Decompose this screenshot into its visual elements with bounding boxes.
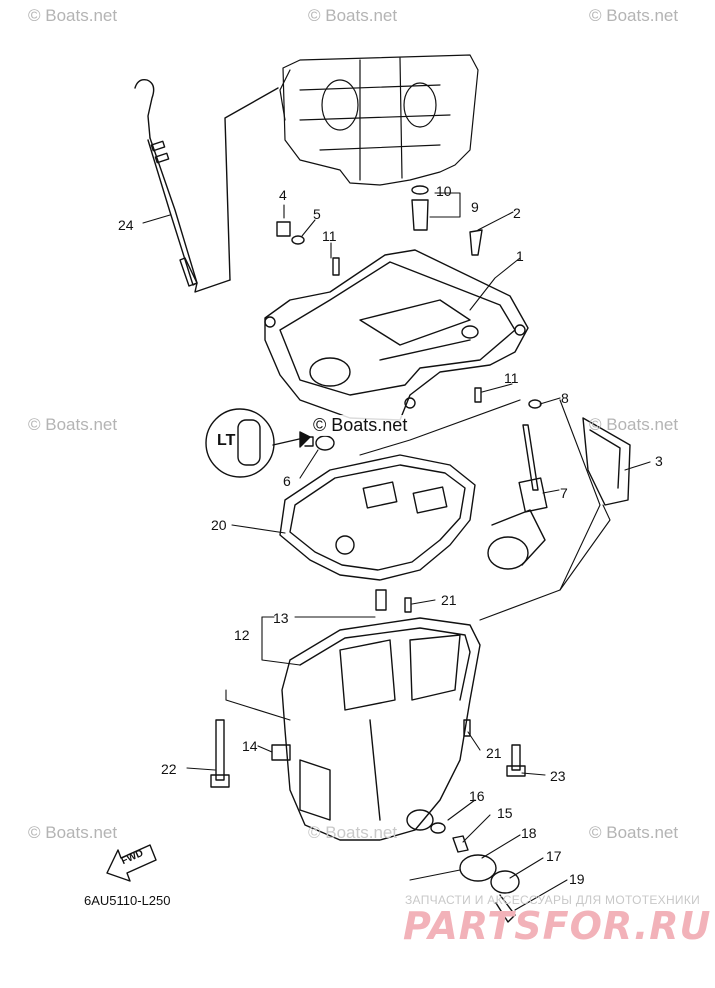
small-parts	[210, 185, 542, 923]
callout-12: 12	[234, 627, 250, 643]
brand-logo: PARTSFOR.RU	[403, 904, 712, 948]
callout-23: 23	[550, 768, 566, 784]
watermark: © Boats.net	[308, 823, 398, 842]
callout-10: 10	[436, 183, 452, 199]
callout-3: 3	[655, 453, 663, 469]
oil-pan-gasket	[279, 454, 476, 581]
watermark: © Boats.net	[589, 823, 679, 842]
callout-21: 21	[486, 745, 502, 761]
watermark: © Boats.net	[28, 6, 118, 25]
oil-strainer	[487, 424, 548, 570]
diagram-code: 6AU5110-L250	[84, 893, 171, 908]
callout-18: 18	[521, 825, 537, 841]
callout-11: 11	[322, 228, 337, 244]
callout-15: 15	[497, 805, 513, 821]
callout-24: 24	[118, 217, 134, 233]
callout-1: 1	[516, 248, 524, 264]
lower-oil-pan	[281, 617, 481, 841]
callout-5: 5	[313, 206, 321, 222]
watermark: © Boats.net	[28, 415, 118, 434]
callout-20: 20	[211, 517, 227, 533]
callout-14: 14	[242, 738, 258, 754]
callout-21: 21	[441, 592, 457, 608]
watermark: © Boats.net	[589, 6, 679, 25]
leader-lines	[142, 192, 651, 911]
callout-17: 17	[546, 848, 562, 864]
callout-7: 7	[560, 485, 568, 501]
fwd-arrow	[106, 844, 157, 882]
watermark: © Boats.net	[589, 415, 679, 434]
brand-tagline: ЗАПЧАСТИ И АКСЕССУАРЫ ДЛЯ МОТОТЕХНИКИ	[405, 893, 701, 907]
callout-16: 16	[469, 788, 485, 804]
callout-11: 11	[504, 370, 519, 386]
sealant-inset	[205, 408, 314, 478]
watermark: © Boats.net	[308, 6, 398, 25]
cover	[582, 417, 631, 506]
upper-oil-pan	[264, 249, 529, 421]
callout-22: 22	[161, 761, 177, 777]
callout-4: 4	[279, 187, 287, 203]
watermark: © Boats.net	[28, 823, 118, 842]
callout-2: 2	[513, 205, 521, 221]
engine-block	[279, 54, 479, 186]
callout-19: 19	[569, 871, 585, 887]
sealant-label: LT	[217, 432, 236, 449]
callout-9: 9	[471, 199, 479, 215]
watermark-center: © Boats.net	[311, 415, 410, 436]
callout-6: 6	[283, 473, 291, 489]
callout-8: 8	[561, 390, 569, 406]
dipstick	[134, 78, 279, 293]
callout-13: 13	[273, 610, 289, 626]
